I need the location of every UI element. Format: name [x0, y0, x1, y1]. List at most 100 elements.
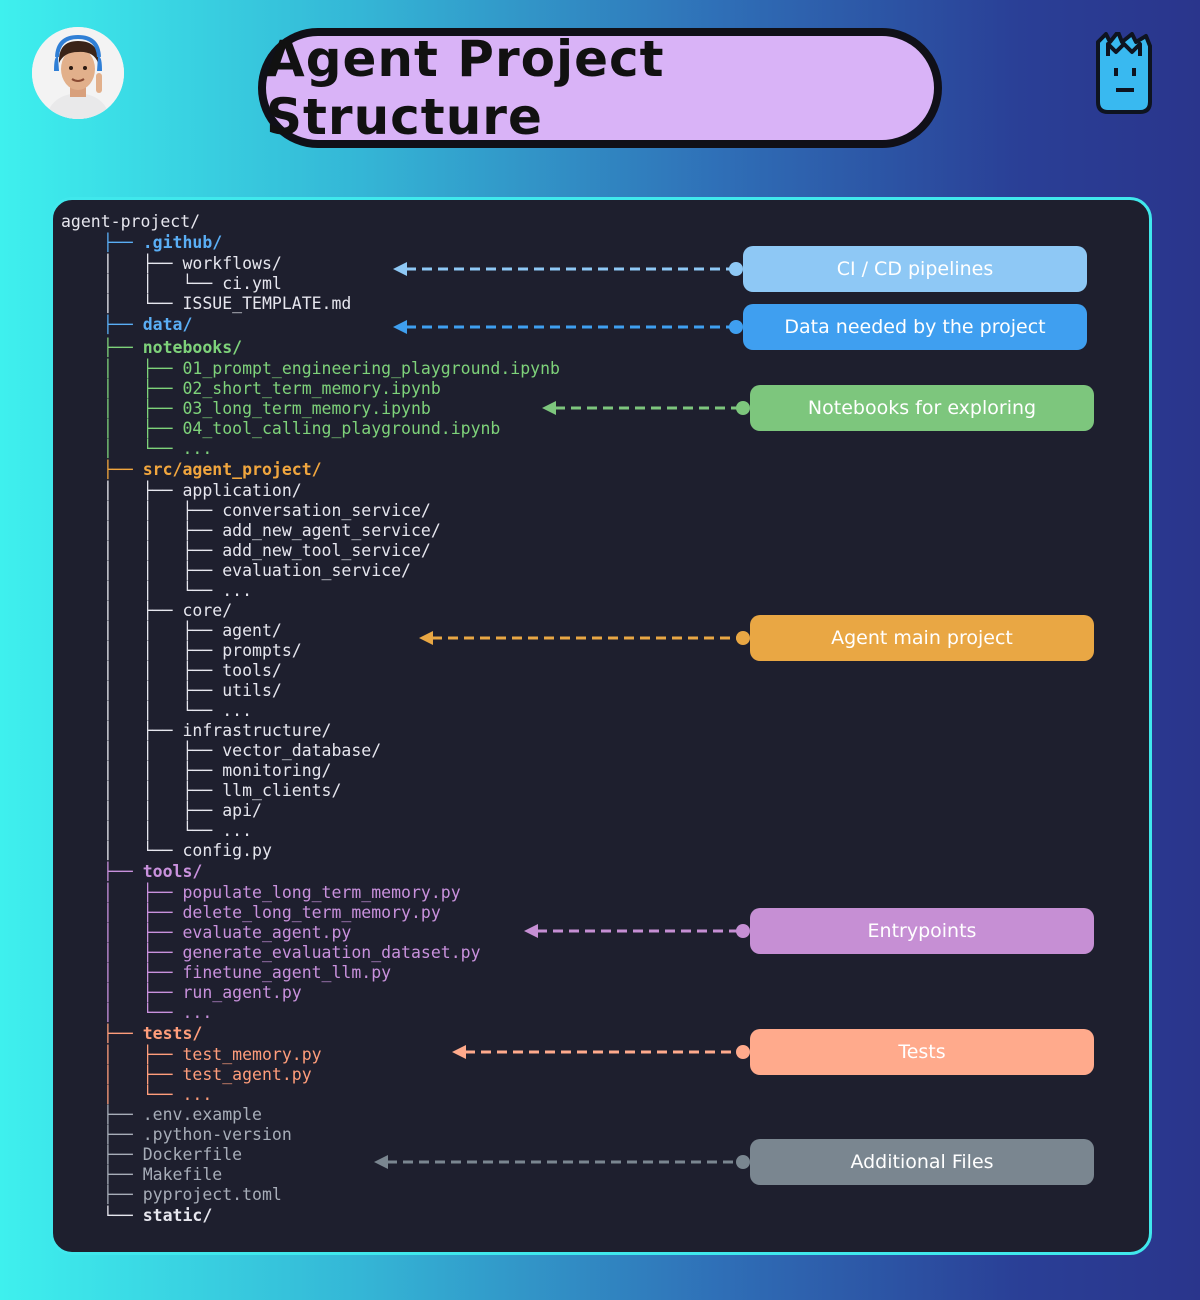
tree-node-nb2: │ ├── 02_short_term_memory.ipynb: [103, 379, 441, 398]
page-title: Agent Project Structure: [266, 30, 934, 146]
tree-node-application: │ ├── application/: [103, 481, 302, 500]
tree-node-nb1-label: 01_prompt_engineering_playground.ipynb: [182, 359, 560, 378]
tree-node-prompts: │ │ ├── prompts/: [103, 641, 302, 660]
tree-node-monitoring: │ │ ├── monitoring/: [103, 761, 332, 780]
tree-node-issue-template: │ └── ISSUE_TEMPLATE.md: [103, 294, 352, 313]
tree-node-notebooks-label: notebooks/: [142, 338, 243, 357]
tree-node-nb-ellipsis-label: ...: [182, 439, 213, 458]
tree-node-ci: │ │ └── ci.yml: [103, 274, 282, 293]
tree-node-python-version: ├── .python-version: [103, 1125, 292, 1144]
tree-node-nb1: │ ├── 01_prompt_engineering_playground.i…: [103, 359, 560, 378]
title-pill: Agent Project Structure: [258, 28, 942, 148]
tree-node-workflows-label: workflows/: [182, 254, 282, 273]
tree-node-makefile: ├── Makefile: [103, 1165, 223, 1184]
label-ci-cd: CI / CD pipelines: [743, 246, 1087, 292]
tree-node-vector-database-label: vector_database/: [222, 741, 382, 760]
tree-node-test-memory: │ ├── test_memory.py: [103, 1045, 322, 1064]
tree-node-evaluation-service-label: evaluation_service/: [222, 561, 411, 580]
tree-panel: agent-project/ ├── .github/ │ ├── workfl…: [50, 197, 1152, 1255]
tree-node-config-label: config.py: [182, 841, 272, 860]
tree-node-core-ellipsis-label: ...: [222, 701, 253, 720]
tree-node-data: ├── data/: [103, 315, 193, 334]
tree-node-conversation-service: │ │ ├── conversation_service/: [103, 501, 431, 520]
tree-node-pyproject: ├── pyproject.toml: [103, 1185, 282, 1204]
tree-node-nb3-label: 03_long_term_memory.ipynb: [182, 399, 431, 418]
tree-node-delete-label: delete_long_term_memory.py: [182, 903, 441, 922]
tree-node-prompts-label: prompts/: [222, 641, 302, 660]
arrow-additional: [374, 1155, 750, 1169]
tree-node-core-tools-label: tools/: [222, 661, 282, 680]
tree-node-issue-template-label: ISSUE_TEMPLATE.md: [182, 294, 352, 313]
tree-node-finetune-label: finetune_agent_llm.py: [182, 963, 392, 982]
tree-node-tools-ellipsis-label: ...: [182, 1003, 213, 1022]
tree-node-utils: │ │ ├── utils/: [103, 681, 282, 700]
tree-node-tests-ellipsis: │ └── ...: [103, 1085, 213, 1104]
tree-node-tests-label: tests/: [142, 1024, 203, 1043]
tree-node-tests-ellipsis-label: ...: [182, 1085, 213, 1104]
tree-node-generate: │ ├── generate_evaluation_dataset.py: [103, 943, 481, 962]
tree-node-test-agent: │ ├── test_agent.py: [103, 1065, 312, 1084]
tree-node-add-new-agent-service-label: add_new_agent_service/: [222, 521, 441, 540]
tree-node-github-label: .github/: [142, 233, 223, 252]
tree-node-application-ellipsis: │ │ └── ...: [103, 581, 253, 600]
tree-node-infra-ellipsis: │ │ └── ...: [103, 821, 253, 840]
arrow-tests: [452, 1045, 750, 1059]
tree-node-src-label: src/agent_project/: [142, 460, 322, 479]
tree-node-generate-label: generate_evaluation_dataset.py: [182, 943, 481, 962]
tree-node-tools: ├── tools/: [103, 862, 203, 881]
tree-node-python-version-label: .python-version: [142, 1125, 292, 1144]
tree-node-tools-label: tools/: [142, 862, 203, 881]
arrow-notebooks: [542, 401, 750, 415]
tree-node-vector-database: │ │ ├── vector_database/: [103, 741, 382, 760]
tree-node-run-agent: │ ├── run_agent.py: [103, 983, 302, 1002]
person-avatar-icon: [32, 27, 124, 119]
label-agent-main: Agent main project: [750, 615, 1094, 661]
label-notebooks: Notebooks for exploring: [750, 385, 1094, 431]
label-entrypoints: Entrypoints: [750, 908, 1094, 954]
brand-logo-icon: [1096, 32, 1152, 114]
tree-node-static: └── static/: [103, 1206, 213, 1225]
tree-root: agent-project/: [61, 212, 201, 231]
tree-node-api: │ │ ├── api/: [103, 801, 262, 820]
tree-node-populate: │ ├── populate_long_term_memory.py: [103, 883, 461, 902]
tree-node-delete: │ ├── delete_long_term_memory.py: [103, 903, 441, 922]
tree-node-infra-ellipsis-label: ...: [222, 821, 253, 840]
tree-node-evaluate: │ ├── evaluate_agent.py: [103, 923, 352, 942]
label-tests: Tests: [750, 1029, 1094, 1075]
author-avatar: [32, 27, 124, 119]
tree-node-evaluation-service: │ │ ├── evaluation_service/: [103, 561, 411, 580]
tree-node-agent: │ │ ├── agent/: [103, 621, 282, 640]
tree-node-dockerfile: ├── Dockerfile: [103, 1145, 243, 1164]
tree-node-test-memory-label: test_memory.py: [182, 1045, 322, 1064]
tree-node-add-new-agent-service: │ │ ├── add_new_agent_service/: [103, 521, 441, 540]
arrow-ci-cd: [393, 262, 743, 276]
tree-node-static-label: static/: [142, 1206, 213, 1225]
tree-node-core-ellipsis: │ │ └── ...: [103, 701, 253, 720]
arrow-entrypoints: [524, 924, 750, 938]
tree-node-workflows: │ ├── workflows/: [103, 254, 282, 273]
tree-node-finetune: │ ├── finetune_agent_llm.py: [103, 963, 392, 982]
tree-node-ci-label: ci.yml: [222, 274, 282, 293]
tree-node-dockerfile-label: Dockerfile: [142, 1145, 243, 1164]
tree-node-data-label: data/: [142, 315, 193, 334]
tree-node-infrastructure: │ ├── infrastructure/: [103, 721, 332, 740]
arrow-agent: [419, 631, 750, 645]
tree-node-tests: ├── tests/: [103, 1024, 203, 1043]
tree-node-core: │ ├── core/: [103, 601, 233, 620]
tree-node-nb3: │ ├── 03_long_term_memory.ipynb: [103, 399, 431, 418]
tree-node-evaluate-label: evaluate_agent.py: [182, 923, 352, 942]
tree-node-nb2-label: 02_short_term_memory.ipynb: [182, 379, 441, 398]
tree-node-pyproject-label: pyproject.toml: [142, 1185, 282, 1204]
tree-node-application-label: application/: [182, 481, 302, 500]
tree-node-nb4-label: 04_tool_calling_playground.ipynb: [182, 419, 501, 438]
tree-node-llm-clients: │ │ ├── llm_clients/: [103, 781, 342, 800]
tree-node-notebooks: ├── notebooks/: [103, 338, 243, 357]
tree-node-env: ├── .env.example: [103, 1105, 262, 1124]
tree-node-github: ├── .github/: [103, 233, 223, 252]
tree-node-llm-clients-label: llm_clients/: [222, 781, 342, 800]
label-additional-files: Additional Files: [750, 1139, 1094, 1185]
tree-node-run-agent-label: run_agent.py: [182, 983, 302, 1002]
tree-node-nb4: │ ├── 04_tool_calling_playground.ipynb: [103, 419, 501, 438]
tree-node-add-new-tool-service: │ │ ├── add_new_tool_service/: [103, 541, 431, 560]
tree-node-src: ├── src/agent_project/: [103, 460, 322, 479]
